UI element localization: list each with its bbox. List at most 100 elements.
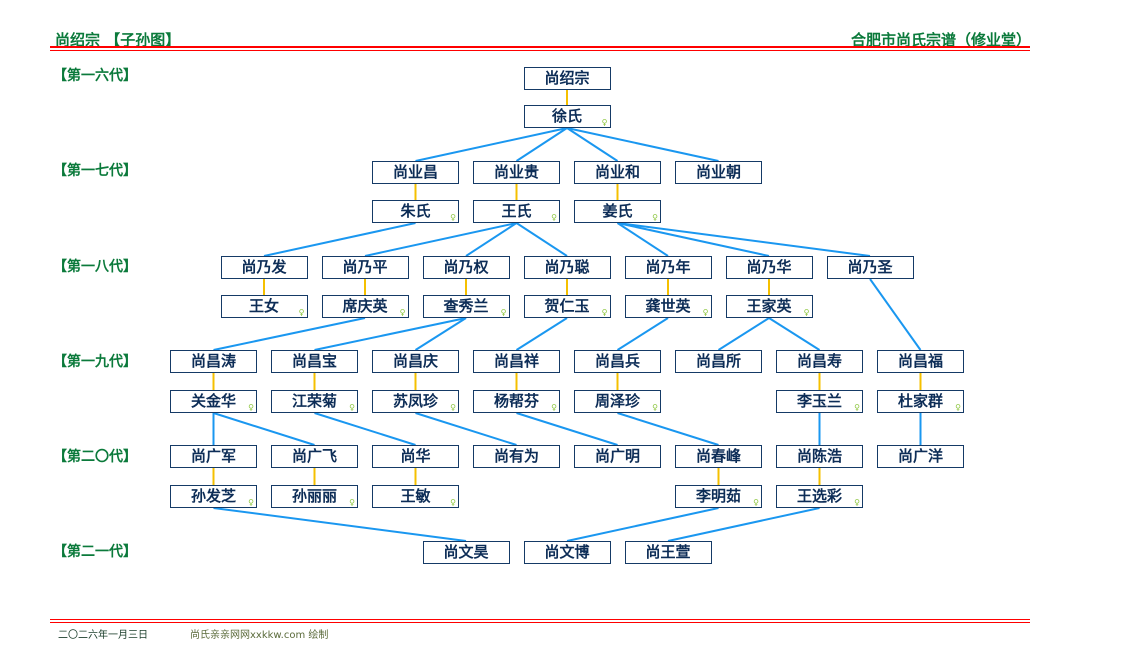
descent-line [617,222,871,257]
spouse-box[interactable]: 查秀兰♀ [422,295,510,318]
spouse-box[interactable]: 孙丽丽♀ [271,485,358,508]
female-icon: ♀ [702,308,709,317]
spouse-box[interactable]: 徐氏 ♀ [523,105,611,128]
female-icon: ♀ [349,498,355,507]
person-name: 尚文博 [544,543,590,561]
descent-line [314,317,467,351]
descent-line [515,317,568,351]
descent-line [516,412,618,446]
descent-line [667,507,820,542]
header-rule [50,46,1030,48]
female-icon: ♀ [551,213,557,222]
generation-label: 【第二〇代】 [53,449,137,465]
spouse-box[interactable]: 周泽珍♀ [574,390,661,413]
descent-line [768,317,821,351]
person-box[interactable]: 尚春峰 [675,445,762,468]
descent-line [869,278,922,351]
person-box[interactable]: 尚昌寿 [776,350,863,373]
person-name: 席庆英 [342,297,388,315]
spouse-box[interactable]: 王敏♀ [372,485,459,508]
descent-line [566,127,719,162]
descent-line [717,317,770,351]
person-name: 杨帮芬 [493,392,539,410]
header-rule [50,50,1030,51]
person-name: 尚华 [400,447,431,465]
spouse-box[interactable]: 苏凤珍♀ [372,390,459,413]
spouse-box[interactable]: 姜氏♀ [574,200,661,223]
spouse-box[interactable]: 杜家群♀ [877,390,964,413]
spouse-box[interactable]: 龚世英 ♀ [624,295,712,318]
person-box[interactable]: 尚业朝 [675,161,762,184]
person-name: 尚昌宝 [291,352,337,370]
spouse-box[interactable]: 李明茹♀ [675,485,762,508]
person-box[interactable]: 尚陈浩 [776,445,863,468]
spouse-box[interactable]: 席庆英♀ [321,295,409,318]
person-name: 尚昌祥 [493,352,539,370]
person-box[interactable]: 尚昌兵 [574,350,661,373]
person-name: 王敏 [400,487,431,505]
spouse-box[interactable]: 李玉兰♀ [776,390,863,413]
person-box[interactable]: 尚王萱 [624,541,712,564]
person-box[interactable]: 尚乃平 [321,256,409,279]
spouse-box[interactable]: 王氏 ♀ [473,200,560,223]
person-name: 王氏 [501,202,532,220]
female-icon: ♀ [803,308,810,317]
person-name: 龚世英 [645,297,691,315]
person-name: 尚乃发 [241,258,287,276]
person-name: 王家英 [746,297,792,315]
person-name: 李玉兰 [796,392,842,410]
descent-line [213,317,366,351]
female-icon: ♀ [652,403,658,412]
person-name: 尚乃圣 [847,258,893,276]
female-icon: ♀ [298,308,305,317]
person-box[interactable]: 尚广飞 [271,445,358,468]
person-box[interactable]: 尚乃发 [220,256,308,279]
person-box[interactable]: 尚华 [372,445,459,468]
person-box[interactable]: 尚昌涛 [170,350,257,373]
person-box[interactable]: 尚文昊 [422,541,510,564]
person-box[interactable]: 尚绍宗 [523,67,611,90]
person-box[interactable]: 尚乃年 [624,256,712,279]
person-name: 朱氏 [400,202,431,220]
person-box[interactable]: 尚广军 [170,445,257,468]
person-box[interactable]: 尚有为 [473,445,560,468]
person-box[interactable]: 尚昌庆 [372,350,459,373]
person-name: 查秀兰 [443,297,489,315]
person-name: 徐氏 [551,107,582,125]
person-box[interactable]: 尚乃权 [422,256,510,279]
spouse-box[interactable]: 王家英 ♀ [725,295,813,318]
person-box[interactable]: 尚昌福 [877,350,964,373]
person-name: 尚绍宗 [544,69,590,87]
person-name: 李明茹 [695,487,741,505]
spouse-box[interactable]: 王女♀ [220,295,308,318]
spouse-box[interactable]: 贺仁玉♀ [523,295,611,318]
person-box[interactable]: 尚广洋 [877,445,964,468]
person-name: 尚陈浩 [796,447,842,465]
person-name: 尚业贵 [493,163,539,181]
person-box[interactable]: 尚昌所 [675,350,762,373]
person-name: 杜家群 [897,392,943,410]
female-icon: ♀ [854,498,860,507]
female-icon: ♀ [450,213,456,222]
descent-line [566,127,619,162]
spouse-box[interactable]: 江荣菊♀ [271,390,358,413]
person-box[interactable]: 尚乃华 [725,256,813,279]
person-box[interactable]: 尚文博 [523,541,611,564]
female-icon: ♀ [601,118,608,127]
descent-line [515,127,568,162]
person-box[interactable]: 尚乃圣 [826,256,914,279]
person-box[interactable]: 尚业贵 [473,161,560,184]
spouse-box[interactable]: 朱氏 ♀ [372,200,459,223]
spouse-box[interactable]: 关金华♀ [170,390,257,413]
female-icon: ♀ [601,308,608,317]
person-box[interactable]: 尚业和 [574,161,661,184]
person-box[interactable]: 尚业昌 [372,161,459,184]
spouse-box[interactable]: 孙发芝♀ [170,485,257,508]
spouse-box[interactable]: 王选彩♀ [776,485,863,508]
person-box[interactable]: 尚昌祥 [473,350,560,373]
person-box[interactable]: 尚广明 [574,445,661,468]
person-box[interactable]: 尚乃聪 [523,256,611,279]
person-name: 尚乃年 [645,258,691,276]
person-box[interactable]: 尚昌宝 [271,350,358,373]
spouse-box[interactable]: 杨帮芬♀ [473,390,560,413]
